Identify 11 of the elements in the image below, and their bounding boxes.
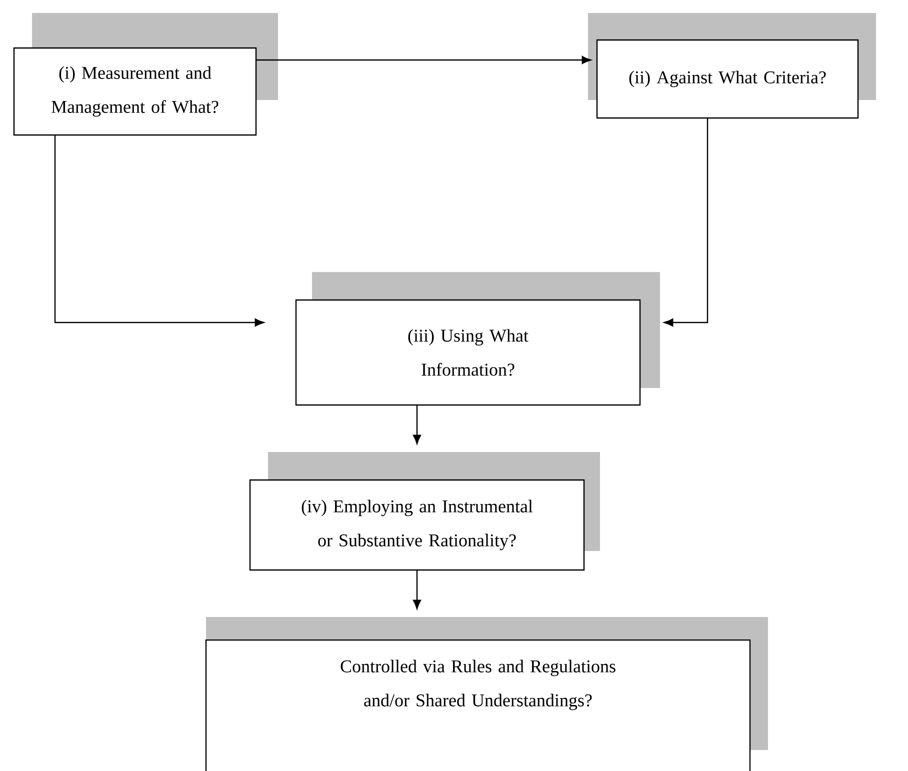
process-box: (iv) Employing an Instrumental or Substantive Rationality?	[249, 452, 600, 571]
process-box: Controlled via Rules and Regulations and/or Shared Understandings?	[205, 617, 768, 771]
process-box: (i) Measurement and Management of What?	[13, 13, 278, 136]
process-box: (ii) Against What Criteria?	[588, 13, 876, 119]
arrow	[54, 135, 264, 326]
arrow	[413, 570, 422, 610]
process-box: (iii) Using What Information?	[295, 272, 660, 406]
arrow	[664, 118, 708, 326]
node-label: Management of What?	[52, 100, 218, 117]
arrow	[413, 405, 422, 444]
arrow	[256, 56, 592, 64]
